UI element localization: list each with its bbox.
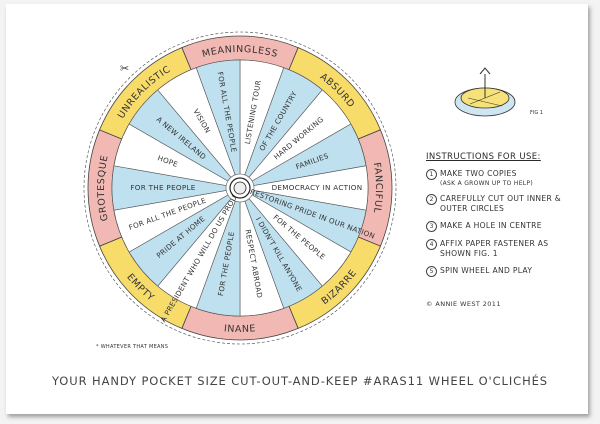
outer-segment-label: MEANINGLESS	[201, 44, 279, 60]
footnote: * WHATEVER THAT MEANS	[96, 344, 169, 350]
step-text: CAREFULLY CUT OUT INNER & OUTER CIRCLES	[440, 194, 562, 213]
figure-label: FIG 1	[530, 110, 543, 116]
inner-segment-label: DEMOCRACY IN ACTION	[272, 183, 363, 192]
scissors-icon: ✂	[120, 62, 129, 75]
step-number: 5	[426, 266, 437, 277]
step-text: AFFIX PAPER FASTENER AS SHOWN FIG. 1	[440, 239, 549, 258]
author-credit: © ANNIE WEST 2011	[426, 300, 501, 308]
cliche-wheel[interactable]: MEANINGLESSABSURDFANCIFULBIZARREINANEEMP…	[70, 18, 410, 358]
inner-segment	[195, 59, 241, 176]
step-number: 3	[426, 221, 437, 232]
step-number: 1	[426, 169, 437, 180]
step-note: (ASK A GROWN UP TO HELP)	[440, 180, 533, 187]
inner-segment-label: FOR THE PEOPLE	[130, 183, 195, 192]
fastener-figure	[454, 67, 516, 117]
outer-segment-label: INANE	[223, 323, 256, 335]
outer-segment-label: GROTESQUE	[96, 154, 111, 222]
step-text: MAKE A HOLE IN CENTRE	[440, 221, 542, 230]
step-number: 2	[426, 194, 437, 205]
instructions-title: INSTRUCTIONS FOR USE:	[426, 152, 541, 162]
page-caption: YOUR HANDY POCKET SIZE CUT-OUT-AND-KEEP …	[52, 374, 548, 388]
step-text: SPIN WHEEL AND PLAY	[440, 266, 533, 275]
step-number: 4	[426, 239, 437, 250]
step-text: MAKE TWO COPIES(ASK A GROWN UP TO HELP)	[440, 169, 533, 187]
